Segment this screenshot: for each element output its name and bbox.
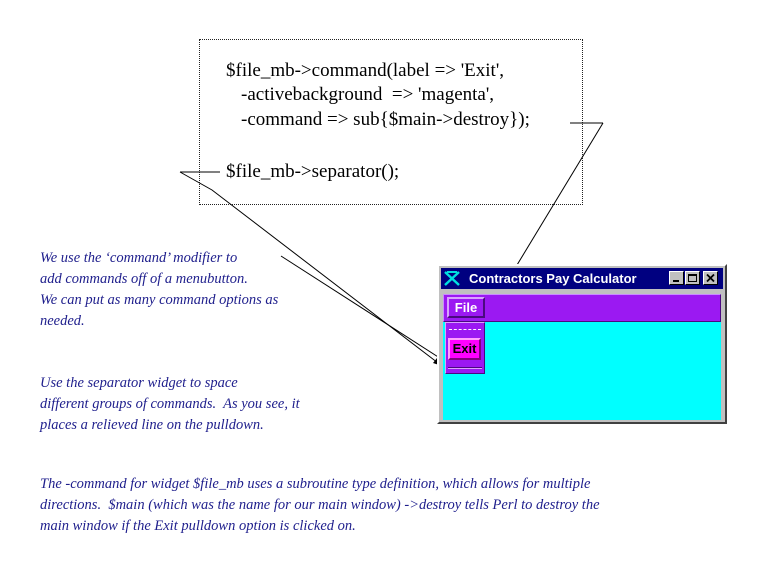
code-line-separator: $file_mb->separator(); xyxy=(226,161,400,182)
tearoff-line[interactable] xyxy=(449,329,481,330)
title-bar[interactable]: Contractors Pay Calculator xyxy=(441,268,723,289)
code-box xyxy=(199,39,583,205)
close-button[interactable] xyxy=(703,271,718,285)
close-icon xyxy=(706,273,715,283)
maximize-button[interactable] xyxy=(685,271,700,285)
separator-note: Use the separator widget to space differ… xyxy=(40,375,300,433)
menu-separator xyxy=(448,367,482,369)
subroutine-note: The -command for widget $file_mb uses a … xyxy=(40,476,600,534)
minimize-button[interactable] xyxy=(669,271,684,285)
window-client-area xyxy=(443,322,721,420)
file-pulldown-menu: Exit xyxy=(445,322,485,374)
exit-menu-item[interactable]: Exit xyxy=(448,338,481,360)
code-line-command: $file_mb->command(label => 'Exit', xyxy=(226,60,505,81)
menu-bar: File xyxy=(443,294,721,322)
code-line-destroy: -command => sub{$main->destroy}); xyxy=(241,109,530,130)
command-callout-line xyxy=(280,255,447,363)
tk-icon xyxy=(444,271,460,286)
window-title: Contractors Pay Calculator xyxy=(469,271,637,286)
file-menubutton[interactable]: File xyxy=(447,297,485,318)
separator-callout-line xyxy=(179,171,443,367)
maximize-icon xyxy=(688,274,697,282)
app-window: Contractors Pay Calculator File Exit xyxy=(437,264,727,424)
minimize-icon xyxy=(673,280,679,282)
code-line-activebackground: -activebackground => 'magenta', xyxy=(241,84,495,105)
command-note: We use the ‘command’ modifier to add com… xyxy=(40,250,279,329)
